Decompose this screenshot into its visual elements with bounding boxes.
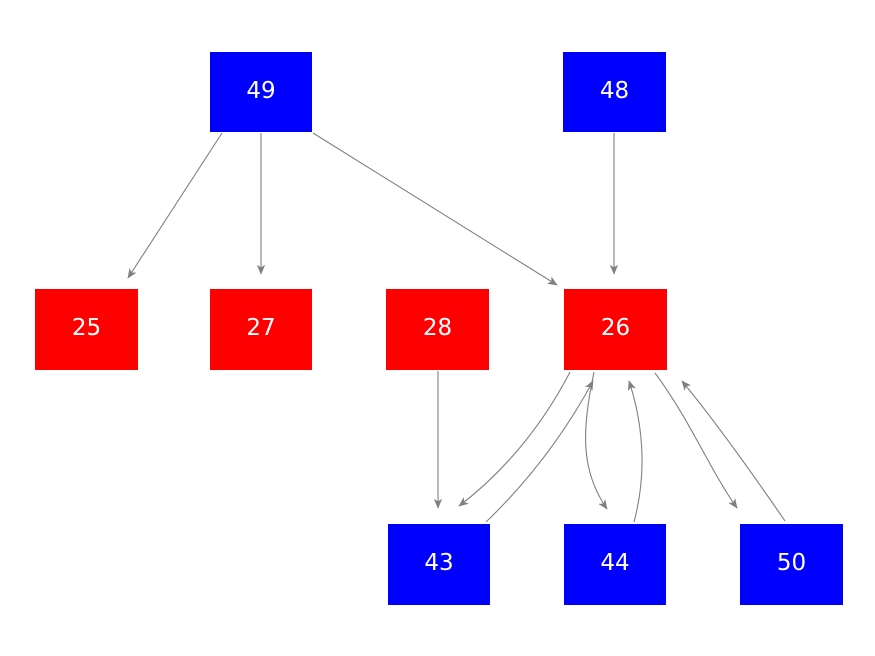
node-label-43: 43	[424, 550, 454, 576]
node-label-28: 28	[422, 315, 453, 341]
graph-node-49[interactable]: 49	[210, 52, 312, 132]
graph-node-28[interactable]: 28	[386, 289, 489, 370]
graph-node-43[interactable]: 43	[388, 524, 490, 605]
edge-26-to-43	[458, 371, 571, 507]
graph-node-27[interactable]: 27	[210, 289, 312, 370]
edge-43-to-26	[485, 380, 594, 523]
edge-49-to-25	[127, 132, 223, 279]
node-label-44: 44	[600, 550, 630, 576]
edges-group	[127, 132, 786, 523]
graph-node-48[interactable]: 48	[563, 52, 666, 132]
edge-44-to-26	[627, 380, 643, 523]
node-label-48: 48	[599, 77, 630, 104]
node-label-50: 50	[776, 550, 807, 576]
graph-node-44[interactable]: 44	[564, 524, 666, 605]
node-label-26: 26	[600, 315, 631, 341]
edge-26-to-44	[585, 371, 608, 510]
node-label-27: 27	[246, 315, 276, 341]
graph-node-50[interactable]: 50	[740, 524, 843, 605]
edge-50-to-26	[681, 380, 786, 522]
edge-49-to-26	[312, 132, 558, 286]
edge-26-to-50	[654, 372, 738, 509]
node-label-25: 25	[71, 315, 102, 341]
node-label-49: 49	[246, 77, 276, 104]
graph-node-25[interactable]: 25	[35, 289, 138, 370]
graph-node-26[interactable]: 26	[564, 289, 667, 370]
